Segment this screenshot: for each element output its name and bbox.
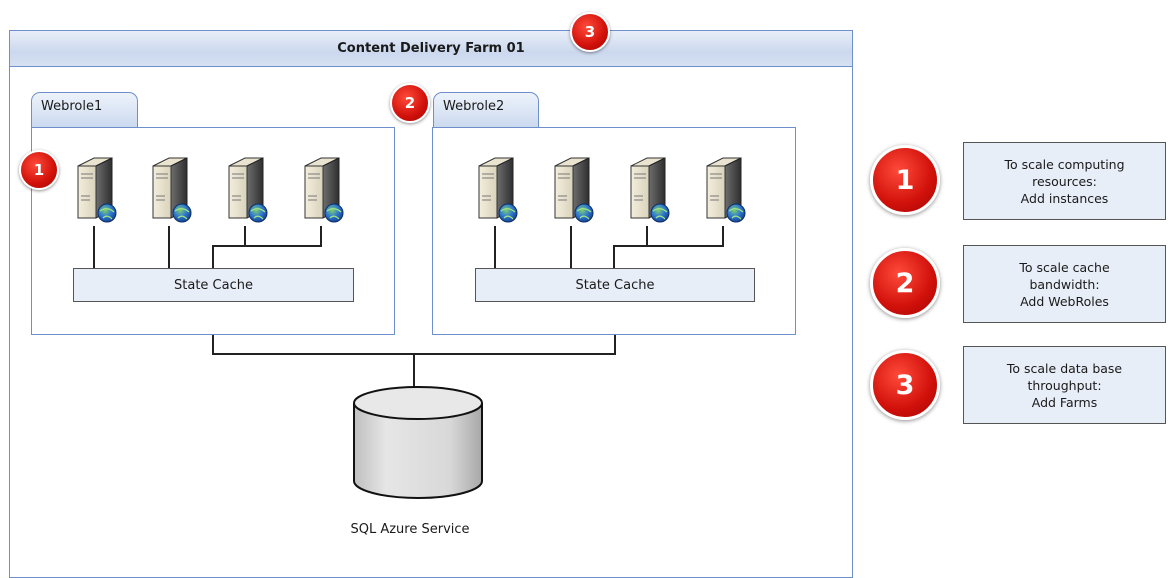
legend-badge-3: 3	[870, 350, 940, 420]
connector-line	[212, 245, 214, 268]
connector-line	[646, 226, 648, 246]
legend-box-1: To scale computing resources: Add instan…	[963, 142, 1166, 220]
database-label: SQL Azure Service	[350, 522, 470, 537]
legend-2-line-1: To scale cache	[1019, 259, 1110, 275]
legend-box-2: To scale cache bandwidth: Add WebRoles	[963, 245, 1166, 323]
legend-3-line-2: throughput:	[1027, 377, 1102, 393]
legend-2-line-3: Add WebRoles	[1020, 293, 1109, 309]
state-cache-2: State Cache	[475, 268, 755, 302]
connector-line	[613, 245, 724, 247]
legend-3-line-1: To scale data base	[1006, 360, 1123, 376]
legend-1-line-2: resources:	[1032, 173, 1097, 189]
webrole2-tab: Webrole2	[433, 92, 539, 128]
server-icon	[705, 156, 747, 224]
server-icon	[553, 156, 595, 224]
legend-badge-1: 1	[870, 145, 940, 215]
webrole1-tab: Webrole1	[31, 92, 138, 128]
server-icon	[303, 156, 345, 224]
legend-badge-2: 2	[870, 248, 940, 318]
state-cache-1: State Cache	[73, 268, 354, 302]
legend-3-line-3: Add Farms	[1031, 394, 1098, 410]
connector-line	[613, 245, 615, 268]
server-icon	[76, 156, 118, 224]
connector-line	[614, 335, 616, 355]
connector-line	[168, 226, 170, 268]
legend-box-3: To scale data base throughput: Add Farms	[963, 346, 1166, 424]
webrole2-badge: 2	[390, 83, 430, 123]
webrole1-badge: 1	[19, 150, 59, 190]
connector-line	[93, 226, 95, 268]
connector-line	[570, 226, 572, 268]
server-icon	[227, 156, 269, 224]
server-icon	[151, 156, 193, 224]
connector-line	[320, 226, 322, 246]
database-icon	[352, 385, 484, 501]
connector-line	[212, 335, 214, 355]
connector-line	[494, 226, 496, 268]
connector-line	[722, 226, 724, 246]
connector-line	[212, 245, 322, 247]
server-icon	[477, 156, 519, 224]
connector-line	[413, 353, 415, 393]
legend-1-line-3: Add instances	[1020, 190, 1109, 206]
farm-title: Content Delivery Farm 01	[9, 30, 853, 67]
legend-1-line-1: To scale computing	[1004, 156, 1125, 172]
legend-2-line-2: bandwidth:	[1029, 276, 1100, 292]
farm-badge: 3	[570, 12, 610, 52]
connector-line	[244, 226, 246, 246]
server-icon	[629, 156, 671, 224]
